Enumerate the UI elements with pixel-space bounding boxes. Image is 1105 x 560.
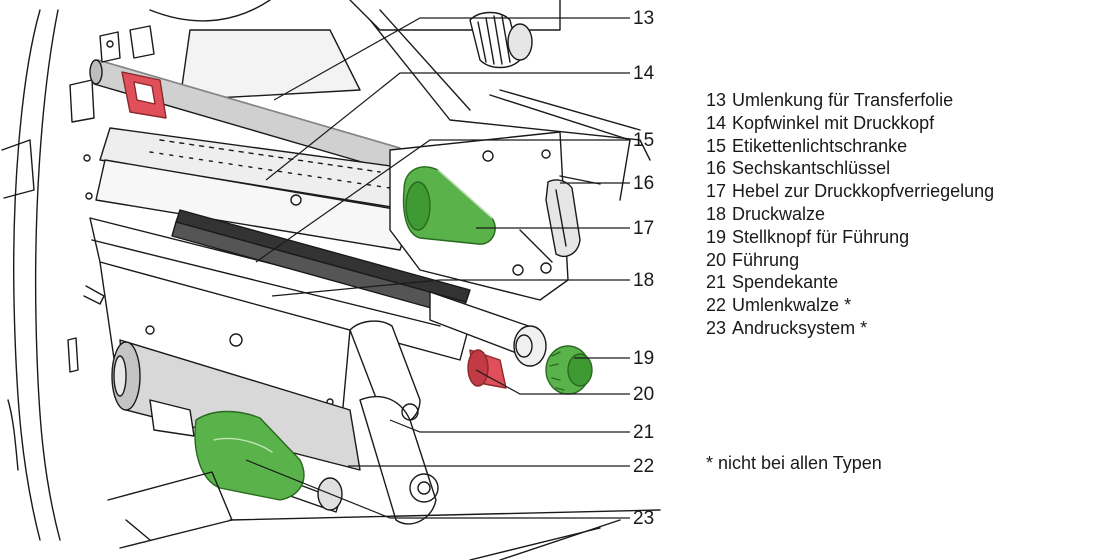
legend-text: Führung <box>732 249 800 270</box>
green-adjust-knob <box>545 345 593 395</box>
callout-18: 18 <box>633 270 655 291</box>
print-roller-frame <box>83 217 469 441</box>
callout-23: 23 <box>633 508 655 529</box>
legend-number: 17 <box>706 181 727 202</box>
legend-number: 21 <box>706 272 727 293</box>
legend-text: Sechskantschlüssel <box>732 158 891 179</box>
legend-number: 19 <box>706 226 727 247</box>
hex-key <box>545 175 601 258</box>
top-knob <box>149 0 561 69</box>
legend-text: Andrucksystem * <box>732 317 868 338</box>
legend-text: Kopfwinkel mit Druckkopf <box>732 112 935 133</box>
legend-text: Hebel zur Druckkopfverriegelung <box>732 181 995 202</box>
legend-number: 16 <box>706 158 727 179</box>
callout-17: 17 <box>633 218 655 239</box>
callout-14: 14 <box>633 63 655 84</box>
callout-22: 22 <box>633 456 655 477</box>
ribbon-deflection-bar <box>89 25 401 173</box>
guide-shaft <box>429 291 547 367</box>
deflection-roller <box>111 339 439 525</box>
red-guide <box>467 349 507 389</box>
legend-text: Umlenkung für Transferfolie <box>732 90 954 110</box>
printer-mechanism-illustration <box>1 0 661 560</box>
callout-20: 20 <box>633 384 655 405</box>
footnote: * nicht bei allen Typen <box>706 453 882 473</box>
legend-number: 23 <box>706 317 727 338</box>
print-head-angle <box>95 127 421 251</box>
legend-number: 14 <box>706 112 727 133</box>
housing-frame <box>1 9 95 541</box>
callout-13: 13 <box>633 8 655 29</box>
callout-21: 21 <box>633 422 655 443</box>
base-tray <box>107 471 661 560</box>
legend-text: Druckwalze <box>732 203 826 224</box>
green-pressure-lever <box>194 410 305 501</box>
callout-16: 16 <box>633 173 655 194</box>
legend-number: 15 <box>706 135 727 156</box>
legend-number: 18 <box>706 203 727 224</box>
callout-15: 15 <box>633 130 655 151</box>
legend-number: 22 <box>706 295 727 316</box>
callout-19: 19 <box>633 348 655 369</box>
legend-number: 20 <box>706 249 727 270</box>
green-lever <box>402 166 496 245</box>
legend-text: Etikettenlichtschranke <box>732 135 908 156</box>
print-head-strip <box>171 209 471 317</box>
rear-panel <box>179 9 651 201</box>
legend-text: Spendekante <box>732 272 839 293</box>
legend-text: Stellknopf für Führung <box>732 226 910 247</box>
legend-text: Umlenkwalze * <box>732 295 852 316</box>
legend-number: 13 <box>706 90 727 110</box>
leader-lines <box>245 17 630 519</box>
